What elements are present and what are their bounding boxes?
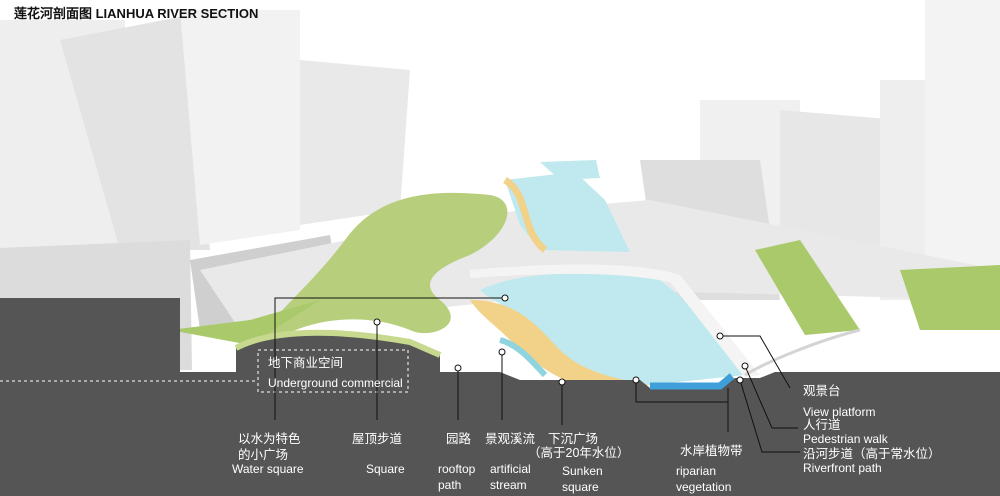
stream-label-en1: artificial: [490, 462, 531, 476]
roof-path-label-zh: 屋顶步道: [352, 432, 403, 446]
underground-outline: [257, 349, 409, 393]
view-platform-label-zh: 观景台: [803, 384, 841, 398]
garden-path-label-en2: path: [438, 478, 462, 492]
underground-label-zh: 地下商业空间: [268, 356, 344, 370]
river-deep-water: [650, 373, 735, 390]
leader-dots: [373, 294, 749, 386]
water-square-label-zh2: 的小广场: [238, 448, 289, 462]
roof-path-label-en: Square: [366, 462, 405, 476]
riparian-label-en1: riparian: [676, 464, 717, 478]
rooftop-lawn: [265, 192, 508, 345]
buildings-left: [0, 10, 410, 372]
garden-path-label-en1: rooftop: [438, 462, 476, 476]
section-cut: [0, 298, 1000, 496]
sunken-label-zh: 下沉广场: [548, 432, 599, 446]
page-title: 莲花河剖面图 LIANHUA RIVER SECTION: [14, 6, 259, 21]
river-far: [505, 172, 630, 252]
underground-label-en: Underground commercial: [268, 376, 403, 390]
riverfront-strip: [470, 264, 760, 378]
artificial-stream: [499, 337, 548, 378]
garden-path-label-zh: 园路: [446, 432, 472, 446]
riverfront-label-en: Riverfront path: [803, 461, 882, 475]
pedestrian-label-zh: 人行道: [803, 418, 841, 432]
river-near: [480, 273, 745, 385]
sunken-label-en2: square: [562, 480, 599, 494]
sunken-square-sand: [470, 300, 650, 390]
sunken-label-note: （高于20年水位）: [528, 446, 630, 460]
view-platform-label-en: View platform: [803, 405, 876, 419]
leader-lines: [274, 297, 800, 453]
water-square-label-zh1: 以水为特色: [238, 432, 301, 446]
pedestrian-label-en: Pedestrian walk: [803, 432, 888, 446]
riparian-label-zh: 水岸植物带: [680, 444, 743, 458]
riparian-label-en2: vegetation: [676, 480, 732, 494]
side-lawn: [755, 240, 860, 335]
stream-label-en2: stream: [490, 478, 527, 492]
sunken-label-en1: Sunken: [562, 464, 603, 478]
water-square-label-en: Water square: [232, 462, 304, 476]
stream-label-zh: 景观溪流: [485, 432, 536, 446]
riverfront-label-zh: 沿河步道（高于常水位）: [803, 447, 941, 461]
